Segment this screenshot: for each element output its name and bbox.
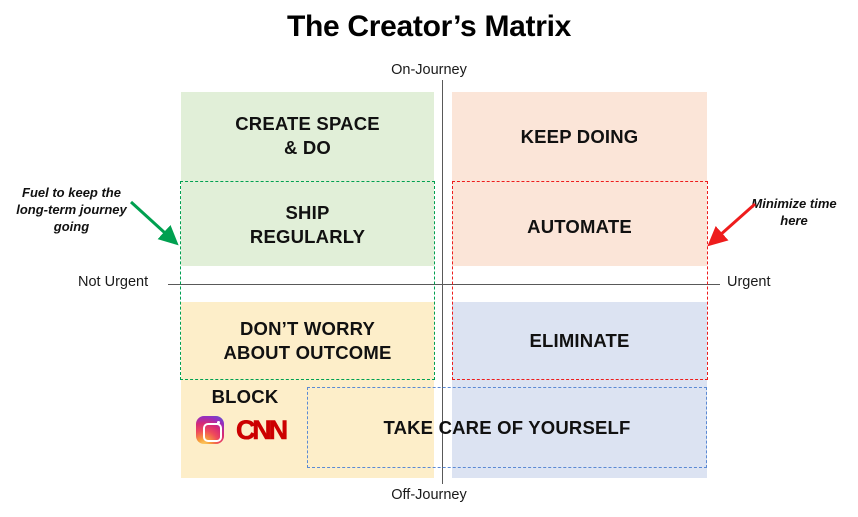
axis-label-on-journey: On-Journey — [391, 62, 467, 78]
page-title: The Creator’s Matrix — [286, 10, 572, 43]
vertical-axis-line — [442, 80, 444, 484]
cell-automate: AUTOMATE — [527, 215, 632, 237]
cell-block: BLOCK — [211, 385, 279, 407]
annotation-minimize-time: Minimize time here — [751, 196, 837, 229]
quadrant-top-right-fill — [452, 92, 707, 266]
highlight-box-red — [452, 181, 708, 380]
axis-label-off-journey: Off-Journey — [391, 487, 467, 503]
axis-label-not-urgent: Not Urgent — [78, 274, 149, 290]
quadrant-bottom-right-fill — [452, 302, 707, 478]
highlight-box-blue — [307, 387, 707, 468]
axis-label-urgent: Urgent — [727, 274, 771, 290]
instagram-icon — [196, 416, 224, 444]
highlight-box-green — [180, 181, 435, 380]
cell-keep-doing: KEEP DOING — [520, 125, 639, 147]
horizontal-axis-line — [168, 284, 720, 286]
cell-create-space-and-do: CREATE SPACE & DO — [235, 112, 380, 158]
annotation-fuel-long-term: Fuel to keep the long-term journey going — [16, 185, 127, 235]
cell-dont-worry-about-outcome: DON’T WORRY ABOUT OUTCOME — [223, 317, 392, 363]
cnn-logo: CNN — [236, 414, 289, 445]
cell-ship-regularly: SHIP REGULARLY — [249, 201, 366, 247]
blocked-brands-row: CNN — [196, 414, 289, 445]
cell-eliminate: ELIMINATE — [529, 329, 630, 351]
cell-take-care-of-yourself: TAKE CARE OF YOURSELF — [383, 416, 631, 438]
quadrant-top-left-fill — [181, 92, 434, 266]
